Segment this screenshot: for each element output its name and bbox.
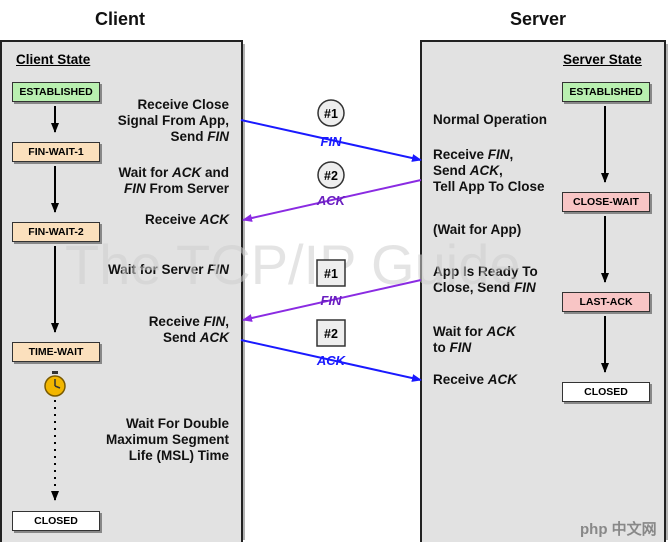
- server-header: Server: [510, 9, 567, 29]
- message-1-number: #1: [324, 107, 338, 121]
- client-state-fin-wait-2: FIN-WAIT-2: [12, 222, 100, 242]
- client-label-wait-msl: Wait For Double Maximum Segment Life (MS…: [105, 416, 229, 463]
- message-2-number: #2: [324, 169, 338, 183]
- server-state-closed: CLOSED: [562, 382, 650, 402]
- client-state-title: Client State: [16, 52, 91, 67]
- client-label-receive-ack: Receive ACK: [144, 212, 229, 227]
- message-badge-3: #1 FIN: [316, 259, 346, 308]
- client-state-fin-wait-1: FIN-WAIT-1: [12, 142, 100, 162]
- ack-arrow-client-to-server: [240, 339, 422, 382]
- client-state-established: ESTABLISHED: [12, 82, 100, 102]
- message-badge-4: #2 ACK: [316, 319, 347, 368]
- message-2-type: ACK: [316, 193, 347, 208]
- message-3-number: #1: [324, 267, 338, 281]
- client-state-time-wait: TIME-WAIT: [12, 342, 100, 362]
- server-label-wait-app: (Wait for App): [433, 222, 522, 237]
- client-label-wait-ack-fin: Wait for ACK and FIN From Server: [118, 165, 229, 196]
- site-logo: php 中文网: [580, 521, 657, 538]
- fin-arrow-client-to-server: [240, 119, 422, 162]
- server-state-last-ack: LAST-ACK: [562, 292, 650, 312]
- client-label-receive-fin-send-ack: Receive FIN, Send ACK: [148, 314, 229, 345]
- server-label-normal-operation: Normal Operation: [433, 112, 548, 127]
- server-panel-shadow: [664, 44, 668, 540]
- message-3-type: FIN: [321, 293, 343, 308]
- client-state-closed: CLOSED: [12, 511, 100, 531]
- message-4-number: #2: [324, 327, 338, 341]
- message-badge-2: #2 ACK: [316, 161, 347, 208]
- server-label-app-ready: App Is Ready To Close, Send FIN: [433, 264, 538, 295]
- client-header: Client: [95, 9, 146, 29]
- client-label-wait-server-fin: Wait for Server FIN: [107, 262, 229, 277]
- stopwatch-icon: [44, 371, 66, 397]
- server-state-close-wait: CLOSE-WAIT: [562, 192, 650, 212]
- server-panel: [420, 40, 666, 542]
- watermark-text: The TCP/IP Guide: [65, 233, 521, 296]
- message-1-type: FIN: [321, 134, 343, 149]
- server-label-receive-ack: Receive ACK: [433, 372, 518, 387]
- client-panel-shadow: [241, 44, 245, 540]
- fin-arrow-server-to-client: [242, 279, 422, 322]
- server-state-established: ESTABLISHED: [562, 82, 650, 102]
- server-label-wait-ack-fin: Wait for ACK to FIN: [433, 324, 516, 355]
- message-badge-1: #1 FIN: [317, 99, 345, 149]
- server-label-receive-fin-send-ack: Receive FIN, Send ACK, Tell App To Close: [433, 147, 545, 194]
- message-4-type: ACK: [316, 353, 347, 368]
- client-panel: [0, 40, 243, 542]
- client-label-receive-close: Receive Close Signal From App, Send FIN: [117, 97, 229, 144]
- ack-arrow-server-to-client: [242, 179, 422, 222]
- server-state-title: Server State: [563, 52, 642, 67]
